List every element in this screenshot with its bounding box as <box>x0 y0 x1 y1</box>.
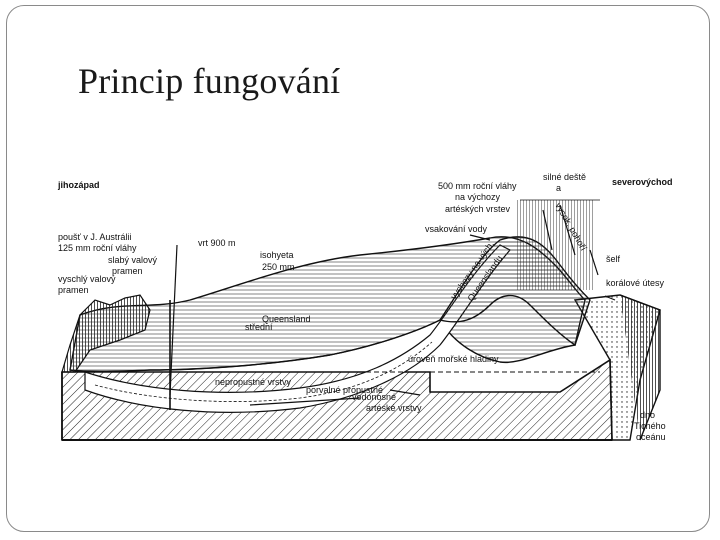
slide-frame <box>6 5 710 532</box>
label-rain-2: na výchozy <box>455 192 501 202</box>
label-coral: korálové útesy <box>606 278 665 288</box>
label-weak-spring-2: pramen <box>112 266 143 276</box>
rain-column <box>515 199 600 290</box>
label-impermeable: nepropustné vrstvy <box>215 377 292 387</box>
label-aquifer-1: vodonosné <box>352 392 396 402</box>
label-aquifer-2: artéské vrstvy <box>366 403 422 413</box>
label-desert-1: poušť v J. Austrálii <box>58 232 131 242</box>
label-isohyet-1: isohyeta <box>260 250 294 260</box>
slide-title: Princip fungování <box>78 61 341 101</box>
label-heavy-rain-2: a <box>556 183 561 193</box>
label-isohyet-2: 250 mm <box>262 262 295 272</box>
label-well: vrt 900 m <box>198 238 236 248</box>
label-heavy-rain-1: silné deště <box>543 172 586 182</box>
label-ocean-3: oceánu <box>636 432 666 442</box>
label-rain-1: 500 mm roční vláhy <box>438 181 517 191</box>
ocean-block <box>573 294 661 441</box>
label-permeable: porvalné propustné <box>306 385 383 395</box>
diagram-labels: jihozápad severovýchod 500 mm roční vláh… <box>57 172 673 442</box>
label-ocean-2: Tichého <box>634 421 666 431</box>
label-rain-3: artéských vrstev <box>445 204 511 214</box>
label-desert-2: 125 mm roční vláhy <box>58 243 137 253</box>
western-plateau <box>61 294 151 373</box>
label-queensland: Queensland <box>262 314 311 324</box>
label-ocean-1: dno <box>640 410 655 420</box>
label-sea-level: úroveň mořské hladiny <box>408 354 499 364</box>
label-dry-spring-1: vyschlý valový <box>58 274 116 284</box>
label-central: střední <box>245 322 273 332</box>
flow-arrows <box>169 204 616 406</box>
label-southwest: jihozápad <box>57 180 100 190</box>
label-northeast: severovýchod <box>612 177 673 187</box>
label-infiltration: vsakování vody <box>425 224 488 234</box>
label-shelf: šelf <box>606 254 621 264</box>
label-dry-spring-2: pramen <box>58 285 89 295</box>
label-weak-spring-1: slabý valový <box>108 255 158 265</box>
